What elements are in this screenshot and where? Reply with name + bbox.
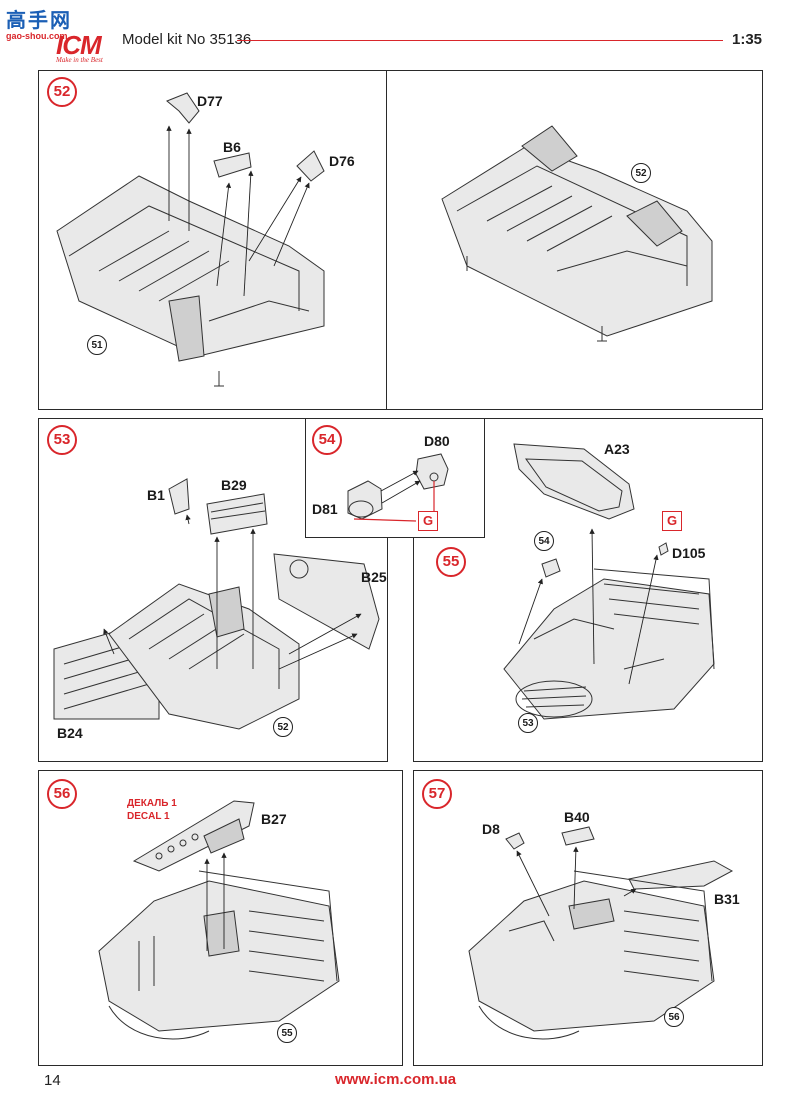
step-55-drawing	[503, 443, 715, 720]
step-ref-53: 53	[518, 713, 538, 733]
step-52-result-panel: 52	[386, 70, 763, 410]
decal-label: ДЕКАЛЬ 1 DECAL 1	[127, 797, 177, 823]
brand-name: ICM	[56, 30, 102, 60]
step-57-panel: 57 D8 B40 B31 56	[413, 770, 763, 1066]
part-label-b29: B29	[221, 477, 247, 493]
part-label-b6: B6	[223, 139, 241, 155]
part-label-d8: D8	[482, 821, 500, 837]
step-56-panel: 56 ДЕКАЛЬ 1 DECAL 1 B27 55	[38, 770, 403, 1066]
part-label-d81: D81	[312, 501, 338, 517]
step-56-badge: 56	[47, 779, 77, 809]
part-label-b40: B40	[564, 809, 590, 825]
step-52-drawing	[56, 92, 325, 387]
header-rule	[237, 40, 723, 41]
part-label-d76: D76	[329, 153, 355, 169]
step-55-badge: 55	[436, 547, 466, 577]
decal-label-en: DECAL 1	[127, 811, 170, 822]
page-number: 14	[44, 1072, 61, 1089]
decal-label-ru: ДЕКАЛЬ 1	[127, 798, 177, 809]
site-watermark: 高手网 gao-shou.com	[6, 4, 76, 41]
sprue-g-54: G	[418, 511, 438, 531]
step-54-badge: 54	[312, 425, 342, 455]
step-54-panel: 54 D80 D81 G	[305, 418, 485, 538]
part-label-d105: D105	[672, 545, 706, 561]
step-53-drawing	[53, 478, 380, 730]
part-label-b1: B1	[147, 487, 165, 503]
step-56-drawing	[98, 800, 340, 1040]
step-52-badge: 52	[47, 77, 77, 107]
part-label-d77: D77	[197, 93, 223, 109]
footer-url[interactable]: www.icm.com.ua	[335, 1071, 457, 1088]
step-52-result-drawing	[441, 125, 713, 342]
step-result-ref-52: 52	[631, 163, 651, 183]
step-ref-51: 51	[87, 335, 107, 355]
part-label-b24: B24	[57, 725, 83, 741]
step-57-drawing	[468, 826, 734, 1040]
part-label-b25: B25	[361, 569, 387, 585]
step-ref-56: 56	[664, 1007, 684, 1027]
brand-logo: ICM	[56, 30, 102, 61]
step-ref-55: 55	[277, 1023, 297, 1043]
part-label-a23: A23	[604, 441, 630, 457]
brand-slogan: Make in the Best	[56, 56, 103, 64]
site-watermark-url: gao-shou.com	[6, 31, 68, 41]
site-watermark-cn: 高手网	[6, 8, 72, 32]
step-ref-52: 52	[273, 717, 293, 737]
step-57-badge: 57	[422, 779, 452, 809]
step-52-panel: 52 D77 B6 D76 51	[38, 70, 388, 410]
part-label-b31: B31	[714, 891, 740, 907]
sprue-g-55: G	[662, 511, 682, 531]
part-label-d80: D80	[424, 433, 450, 449]
header-scale: 1:35	[732, 31, 763, 48]
step-54-drawing	[347, 453, 449, 522]
part-label-b27: B27	[261, 811, 287, 827]
step-53-badge: 53	[47, 425, 77, 455]
header-title: Model kit No 35136	[122, 31, 252, 48]
step-subassembly-ref-54: 54	[534, 531, 554, 551]
